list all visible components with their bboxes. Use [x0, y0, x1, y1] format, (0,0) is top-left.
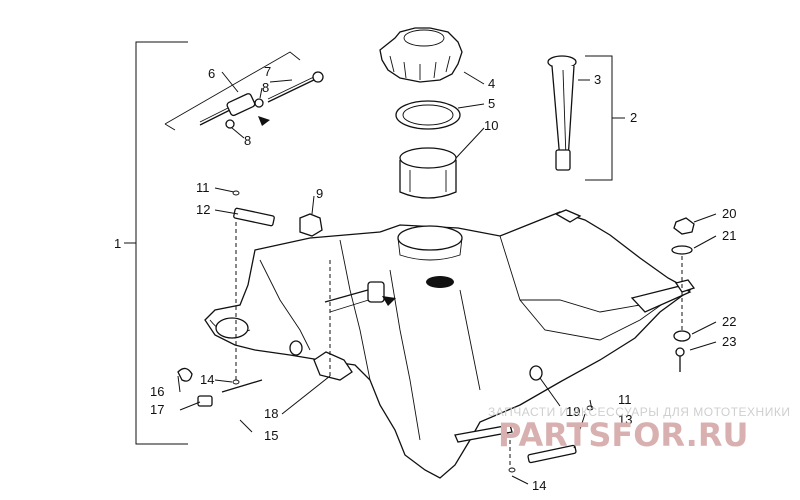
callout-12: 12 — [196, 202, 210, 217]
fuel-gauge — [547, 55, 577, 171]
grommet-14 — [289, 340, 303, 356]
callout-11b: 11 — [618, 392, 632, 407]
strap-12 — [233, 207, 275, 227]
callout-10: 10 — [484, 118, 498, 133]
bolt-kit — [199, 71, 324, 129]
callout-1: 1 — [114, 236, 121, 251]
callout-8b: 8 — [244, 133, 251, 148]
strap-13 — [527, 444, 577, 464]
callout-2: 2 — [630, 110, 637, 125]
watermark-caption: ЗАПЧАСТИ И АКСЕССУАРЫ ДЛЯ МОТОТЕХНИКИ — [488, 405, 790, 419]
fuel-tank — [204, 209, 696, 479]
callout-19: 19 — [566, 404, 580, 419]
callout-16: 16 — [150, 384, 164, 399]
callout-6: 6 — [208, 66, 215, 81]
filler-neck — [399, 147, 457, 199]
leader-lines — [177, 71, 717, 485]
callout-13: 13 — [618, 412, 632, 427]
hardware-stack — [671, 217, 695, 372]
callout-20: 20 — [722, 206, 736, 221]
callout-5: 5 — [488, 96, 495, 111]
bracket-1 — [124, 41, 188, 445]
callout-9: 9 — [316, 186, 323, 201]
callout-8a: 8 — [262, 80, 269, 95]
grommet-19 — [529, 365, 543, 381]
callout-11a: 11 — [196, 180, 210, 195]
side-bolt — [324, 281, 396, 313]
callout-21: 21 — [722, 228, 736, 243]
callout-3: 3 — [594, 72, 601, 87]
callout-15: 15 — [264, 428, 278, 443]
callout-numbers: 1 2 3 4 5 6 7 8 8 9 10 11 12 14 16 17 18… — [114, 64, 736, 493]
watermark-logo: PARTSFOR.RU — [498, 416, 748, 454]
hose-15 — [221, 379, 263, 393]
bracket-2 — [585, 55, 625, 181]
callout-7: 7 — [264, 64, 271, 79]
fuel-cap — [379, 27, 463, 83]
fitting-17 — [197, 395, 213, 407]
bracket-18 — [313, 351, 353, 381]
callout-22: 22 — [722, 314, 736, 329]
gasket-ring — [395, 100, 461, 130]
callout-14b: 14 — [532, 478, 546, 493]
callout-4: 4 — [488, 76, 495, 91]
clamp-16 — [177, 367, 193, 382]
grommet-9 — [299, 213, 323, 237]
callout-18: 18 — [264, 406, 278, 421]
bracket-6 — [164, 51, 301, 131]
callout-17: 17 — [150, 402, 164, 417]
callout-23: 23 — [722, 334, 736, 349]
watermark: ЗАПЧАСТИ И АКСЕССУАРЫ ДЛЯ МОТОТЕХНИКИ PA… — [488, 405, 790, 454]
callout-14a: 14 — [200, 372, 214, 387]
